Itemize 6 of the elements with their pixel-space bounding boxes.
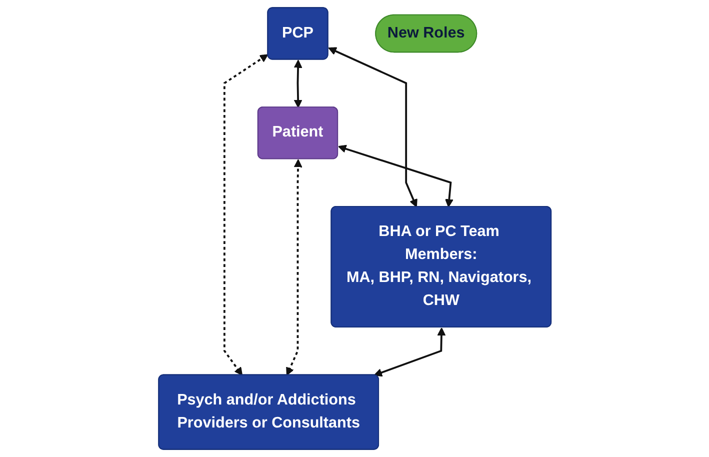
arrow (286, 159, 302, 376)
arrow (373, 327, 446, 377)
arrow (223, 54, 268, 376)
arrow (338, 144, 453, 208)
arrow (328, 47, 418, 208)
arrow (293, 60, 302, 108)
